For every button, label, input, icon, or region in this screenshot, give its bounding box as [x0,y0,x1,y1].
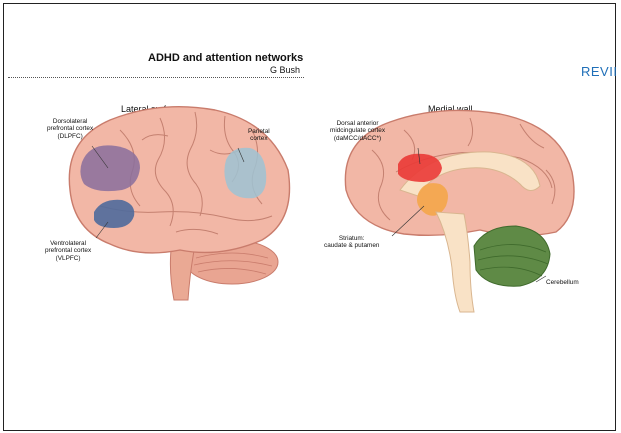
damcc-region [398,154,442,182]
cerebellum-label: Cerebellum [546,279,579,286]
striatum-label: Striatum: caudate & putamen [324,235,379,250]
dlpfc-label: Dorsolateral prefrontal cortex (DLPFC) [47,118,93,140]
parietal-region [224,148,266,199]
vlpfc-label: Ventrolateral prefrontal cortex (VLPFC) [45,240,91,262]
parietal-label: Parietal cortex [248,128,270,143]
dlpfc-region [80,145,140,191]
damcc-label: Dorsal anterior midcingulate cortex (daM… [330,120,385,142]
